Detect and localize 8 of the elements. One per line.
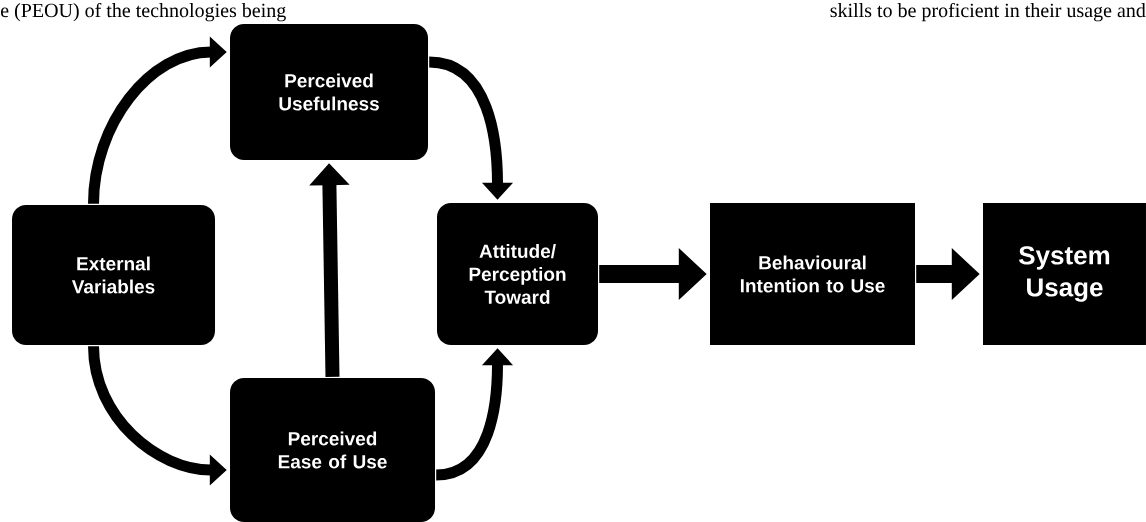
- rounded-box: External Variables: [12, 205, 215, 345]
- process-box: System Usage: [983, 203, 1146, 345]
- rounded-box: Perceived Usefulness: [230, 24, 428, 160]
- body-text: skills to be proficient in their usage and: [830, 2, 1146, 22]
- rounded-box: Attitude/ Perception Toward: [437, 203, 598, 345]
- rounded-box: Perceived Ease of Use: [230, 378, 435, 522]
- body-text: e (PEOU) of the technologies being: [1, 2, 286, 22]
- process-box: Behavioural Intention to Use: [710, 203, 915, 345]
